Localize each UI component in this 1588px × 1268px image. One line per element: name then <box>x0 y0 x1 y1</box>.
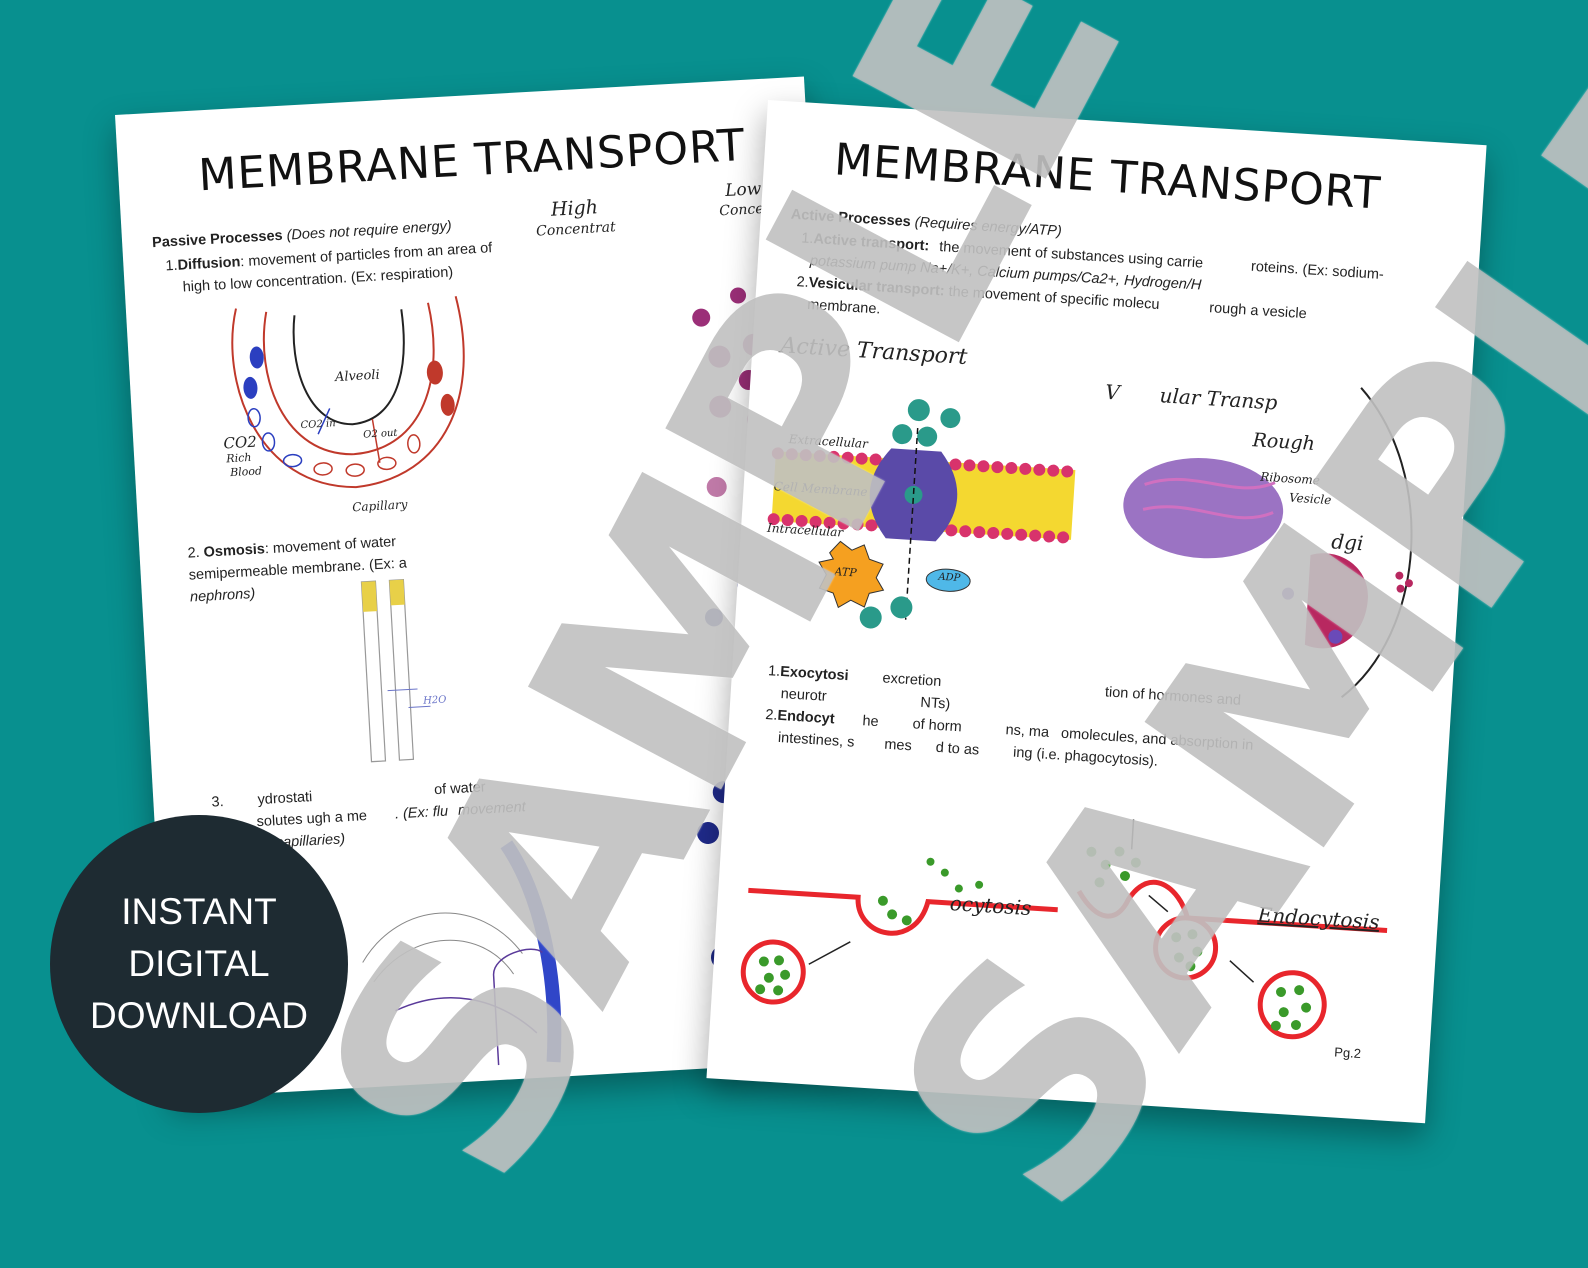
filtration-diagram <box>362 840 562 1066</box>
label-rich: Rich <box>226 450 252 466</box>
osmosis-line-3: nephrons) <box>189 585 256 606</box>
alveoli-diagram <box>231 296 465 489</box>
label-concentration-left: Concentrat <box>535 219 617 240</box>
instant-download-badge: INSTANT DIGITAL DOWNLOAD <box>50 815 348 1113</box>
page-title: MEMBRANE TRANSPORT <box>197 119 747 202</box>
label-co2-in: CO2 in <box>300 418 336 432</box>
active-transport-diagram <box>767 399 1076 629</box>
label-o2-out: O2 out <box>362 427 398 441</box>
badge-text: INSTANT DIGITAL DOWNLOAD <box>90 891 308 1036</box>
label-capillary: Capillary <box>351 497 408 515</box>
vesicular-transport-diagram <box>1123 387 1413 698</box>
worksheet-page-2: MEMBRANE TRANSPORT Active Processes (Req… <box>706 100 1487 1124</box>
label-alveoli: Alveoli <box>334 367 381 386</box>
exo-endocytosis-diagram <box>740 819 1388 1040</box>
osmosis-diagram <box>360 578 431 763</box>
label-adp: ADP <box>938 571 961 585</box>
label-blood: Blood <box>229 464 263 480</box>
label-h2o: H2O <box>422 694 447 707</box>
label-co2: CO2 <box>223 432 258 453</box>
label-high: High <box>550 196 599 221</box>
page-number: Pg.2 <box>1333 1044 1362 1062</box>
